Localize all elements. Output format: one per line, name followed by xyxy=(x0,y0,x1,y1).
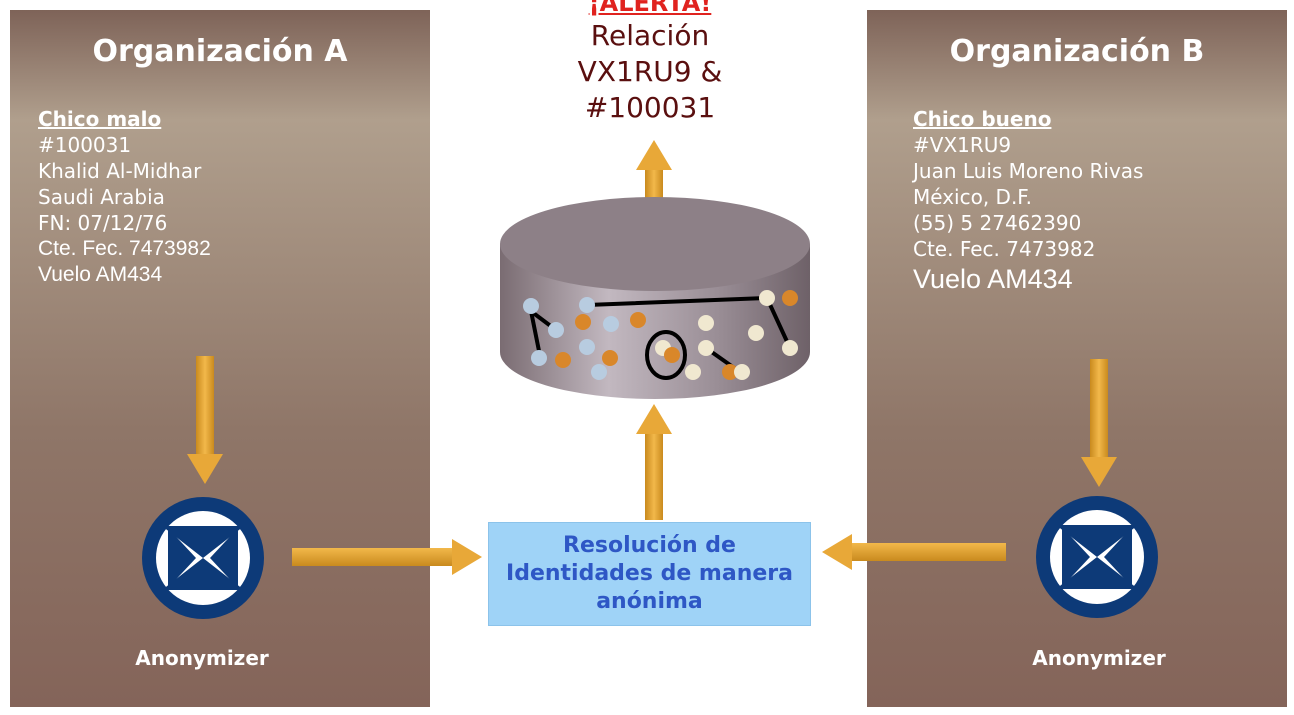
arrow-icon xyxy=(292,539,482,575)
role-label: Chico malo xyxy=(38,107,162,131)
info-line: FN: 07/12/76 xyxy=(38,211,168,235)
alert-line: #100031 xyxy=(584,91,716,124)
role-label: Chico bueno xyxy=(913,107,1052,131)
organization-a-info: Chico malo #100031 Khalid Al-Midhar Saud… xyxy=(38,106,211,288)
info-line: (55) 5 27462390 xyxy=(913,211,1082,235)
info-line: Cte. Fec. 7473982 xyxy=(913,237,1096,261)
arrow-icon xyxy=(822,534,1006,570)
anonymizer-label: Anonymizer xyxy=(1032,646,1166,670)
info-line: Saudi Arabia xyxy=(38,185,165,209)
anonymizer-icon xyxy=(142,497,264,619)
info-line: #VX1RU9 xyxy=(913,133,1012,157)
alert-block: ¡ALERTA! Relación VX1RU9 & #100031 xyxy=(530,0,770,126)
info-line: Khalid Al-Midhar xyxy=(38,159,202,183)
info-line: Cte. Fec. 7473982 xyxy=(38,237,211,260)
anonymizer-label: Anonymizer xyxy=(135,646,269,670)
alert-line: Relación xyxy=(590,19,710,52)
info-line: Juan Luis Moreno Rivas xyxy=(913,159,1144,183)
resolution-box: Resolución de Identidades de manera anón… xyxy=(488,522,811,626)
arrow-icon xyxy=(636,404,672,520)
arrow-icon xyxy=(187,356,223,484)
alert-line: VX1RU9 & xyxy=(577,55,723,88)
organization-a-title: Organización A xyxy=(92,34,348,69)
database-icon xyxy=(500,197,810,399)
info-line: México, D.F. xyxy=(913,185,1032,209)
alert-title: ¡ALERTA! xyxy=(588,0,712,17)
organization-b-info: Chico bueno #VX1RU9 Juan Luis Moreno Riv… xyxy=(913,106,1143,296)
info-line: Vuelo AM434 xyxy=(38,263,163,286)
organization-b-title: Organización B xyxy=(949,34,1205,69)
arrow-icon xyxy=(1081,359,1117,487)
resolution-label: Resolución de Identidades de manera anón… xyxy=(506,533,793,614)
info-line: Vuelo AM434 xyxy=(913,264,1073,294)
info-line: #100031 xyxy=(38,133,132,157)
anonymizer-icon xyxy=(1036,496,1158,618)
